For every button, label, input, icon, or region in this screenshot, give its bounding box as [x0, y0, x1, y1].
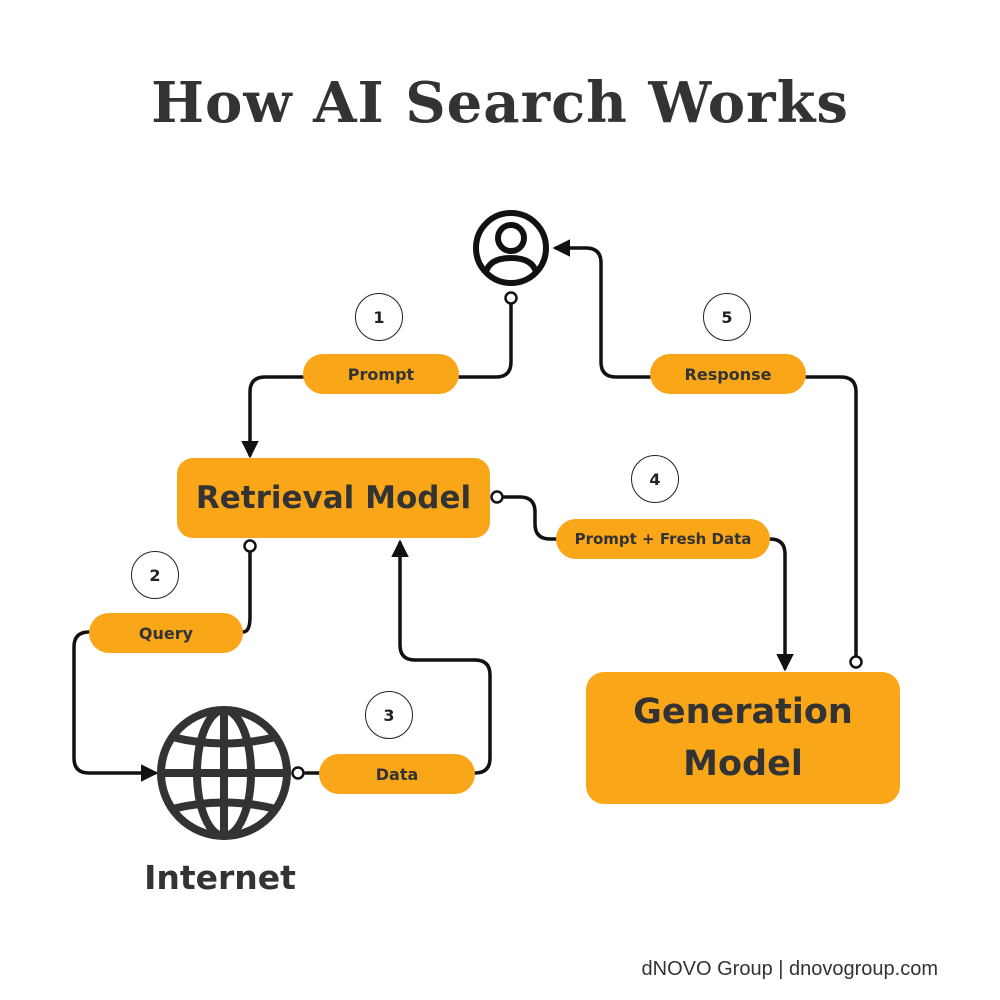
internet-label: Internet [144, 858, 296, 897]
connector-dot-internet [291, 766, 305, 780]
footer-credit: dNOVO Group | dnovogroup.com [641, 958, 938, 980]
edge-label-data: Data [319, 754, 475, 794]
generation-model-label-1: Generation [633, 692, 853, 732]
generation-model-node: Generation Model [586, 672, 900, 804]
page-title: How AI Search Works [151, 70, 849, 136]
edge-prompt-to-retrieval [250, 301, 513, 455]
edge-label-query: Query [89, 613, 243, 653]
step-badge-2: 2 [131, 551, 179, 599]
edge-label-prompt-fresh-data: Prompt + Fresh Data [556, 519, 770, 559]
connector-dot-retrieval-bottom [243, 539, 257, 553]
edge-fresh-to-generation [500, 495, 785, 668]
edge-label-prompt: Prompt [303, 354, 459, 394]
connector-dot-user [504, 291, 518, 305]
edge-data-to-retrieval [304, 543, 492, 775]
edge-response-to-user [556, 248, 858, 662]
edge-query-to-internet [72, 545, 252, 773]
retrieval-model-node: Retrieval Model [177, 458, 490, 538]
generation-model-label-2: Model [683, 744, 803, 784]
connector-dot-generation [849, 655, 863, 669]
step-badge-5: 5 [703, 293, 751, 341]
user-icon [473, 210, 549, 286]
connector-dot-retrieval-right [490, 490, 504, 504]
edge-label-response: Response [650, 354, 806, 394]
step-badge-3: 3 [365, 691, 413, 739]
step-badge-4: 4 [631, 455, 679, 503]
step-badge-1: 1 [355, 293, 403, 341]
globe-icon [157, 706, 291, 840]
